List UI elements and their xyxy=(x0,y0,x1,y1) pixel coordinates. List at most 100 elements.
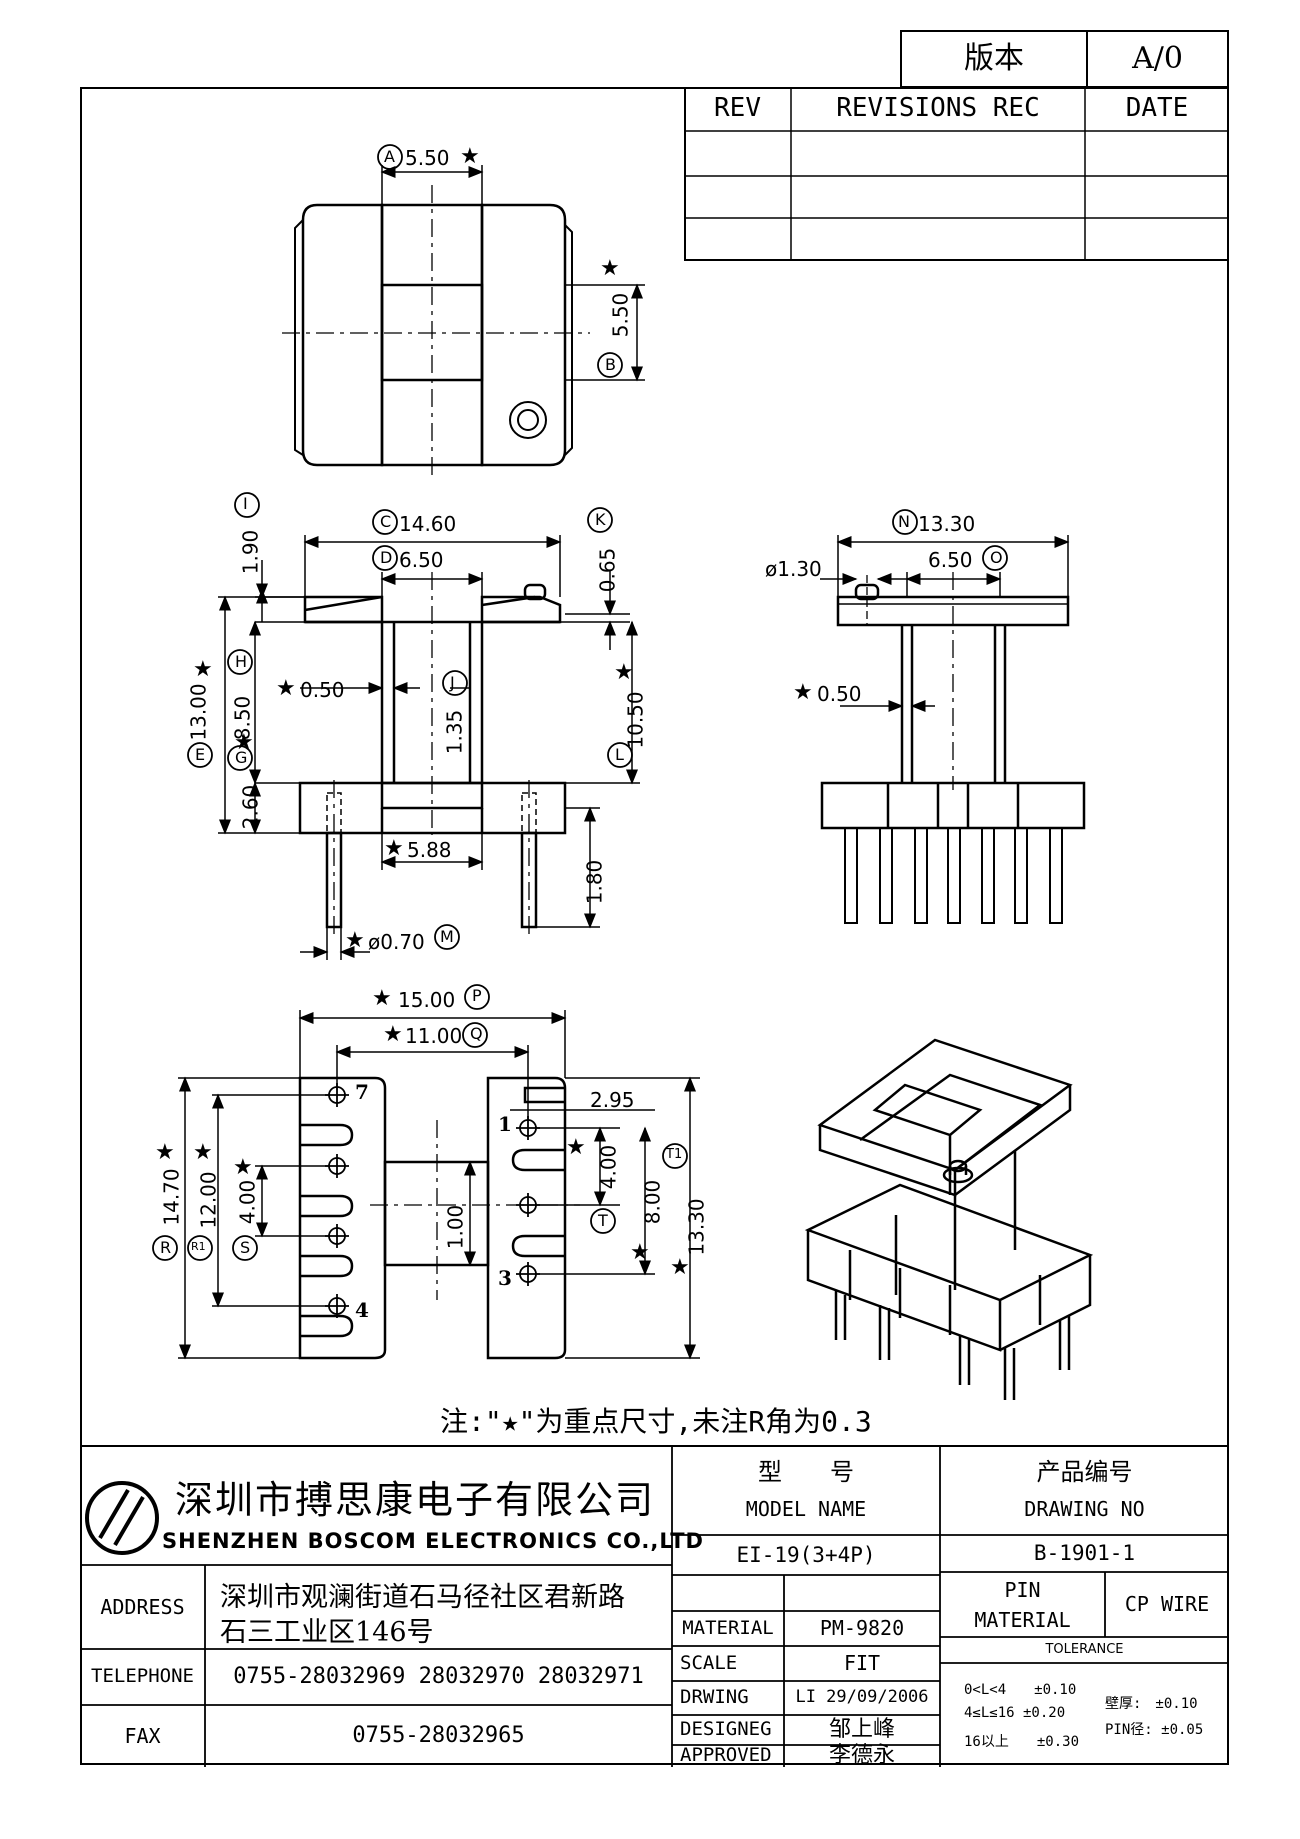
star-H: ★ xyxy=(234,730,254,755)
dim-R1: 12.00 xyxy=(196,1171,221,1229)
dim-G: 2.60 xyxy=(238,784,263,830)
dim-offset: 2.95 xyxy=(590,1088,635,1112)
designeg-value: 邹上峰 xyxy=(828,1717,895,1743)
label-T: T xyxy=(598,1211,608,1230)
tolerance-row-3: 16以上 ±0.30 xyxy=(964,1734,1080,1750)
star-A: ★ xyxy=(460,144,480,169)
approved-value: 李德永 xyxy=(828,1743,895,1769)
top-view xyxy=(282,185,590,480)
star-P: ★ xyxy=(372,986,392,1011)
dim-R: 14.70 xyxy=(159,1168,184,1226)
tolerance-row-1: 0<L<4 ±0.10 xyxy=(964,1682,1077,1698)
pin-number-3: 3 xyxy=(498,1266,512,1290)
drwing-label: DRWING xyxy=(680,1686,749,1709)
bottom-view-dims xyxy=(178,1010,700,1360)
label-P: P xyxy=(472,986,482,1005)
drawing-label-cn: 产品编号 xyxy=(1036,1458,1133,1487)
designeg-label: DESIGNEG xyxy=(680,1718,772,1741)
dim-S: 4.00 xyxy=(235,1179,260,1225)
pin-number-1: 1 xyxy=(498,1112,512,1136)
drawing-value: B-1901-1 xyxy=(1033,1541,1136,1566)
model-label-en: MODEL NAME xyxy=(745,1496,867,1521)
dim-pin: ø0.70 xyxy=(368,930,425,954)
date-header: DATE xyxy=(1125,93,1189,124)
address-label: ADDRESS xyxy=(100,1594,185,1619)
label-G: G xyxy=(235,748,248,767)
pin-number-4: 4 xyxy=(355,1298,369,1322)
isometric-view xyxy=(804,1038,1094,1400)
star-pitch: ★ xyxy=(566,1135,586,1160)
revision-table: REV REVISIONS REC DATE xyxy=(684,87,1229,261)
dim-T: 8.00 xyxy=(640,1179,665,1225)
drawing-frame xyxy=(80,87,1229,1765)
address-line-2: 石三工业区146号 xyxy=(220,1617,434,1648)
drwing-value: LI 29/09/2006 xyxy=(795,1687,929,1708)
address-line-1: 深圳市观澜街道石马径社区君新路 xyxy=(220,1582,625,1613)
model-value: EI-19(3+4P) xyxy=(736,1542,876,1567)
revisions-rec-header: REVISIONS REC xyxy=(836,93,1040,124)
dim-post: ø1.30 xyxy=(765,557,822,581)
dim-B: 5.50 xyxy=(608,292,633,338)
dim-base: 5.88 xyxy=(407,838,452,862)
pin-material-label-1: PIN xyxy=(1004,1577,1041,1602)
company-name-en: SHENZHEN BOSCOM ELECTRONICS CO.,LTD xyxy=(162,1529,704,1553)
company-name-cn: 深圳市搏思康电子有限公司 xyxy=(175,1478,656,1522)
label-N: N xyxy=(898,512,910,531)
tolerance-pin: PIN径: ±0.05 xyxy=(1105,1722,1204,1738)
dim-N: 13.30 xyxy=(918,512,976,536)
label-K: K xyxy=(595,510,606,529)
label-C: C xyxy=(380,512,392,531)
dim-C: 14.60 xyxy=(399,512,457,536)
dim-L: 10.50 xyxy=(623,691,648,749)
fax-value: 0755-28032965 xyxy=(352,1723,525,1749)
approved-label: APPROVED xyxy=(680,1744,772,1767)
star-B: ★ xyxy=(600,256,620,281)
dim-T1: 13.30 xyxy=(684,1198,709,1256)
label-O: O xyxy=(990,548,1003,567)
dim-I: 1.90 xyxy=(238,529,263,575)
model-label-cn: 型 号 xyxy=(758,1458,854,1487)
top-view-dims xyxy=(380,165,645,382)
label-M: M xyxy=(440,927,454,946)
engineering-drawing xyxy=(85,144,1094,1555)
star-Q: ★ xyxy=(383,1022,403,1047)
company-logo xyxy=(85,1481,159,1555)
tolerance-wall: 壁厚: ±0.10 xyxy=(1105,1696,1198,1712)
tolerance-title: TOLERANCE xyxy=(1045,1641,1124,1657)
star-pin: ★ xyxy=(345,928,365,953)
pin-material-label-2: MATERIAL xyxy=(974,1607,1071,1632)
star-wall: ★ xyxy=(276,676,296,701)
version-value: A/0 xyxy=(1132,40,1183,76)
scale-label: SCALE xyxy=(680,1651,738,1674)
star-T1: ★ xyxy=(670,1255,690,1280)
label-H: H xyxy=(235,652,248,671)
dim-D: 6.50 xyxy=(399,548,444,572)
version-label: 版本 xyxy=(902,32,1088,86)
label-A: A xyxy=(384,147,395,166)
dim-center: 1.00 xyxy=(443,1204,468,1250)
dim-pinlen: 1.80 xyxy=(582,859,607,905)
label-E: E xyxy=(195,745,206,764)
label-S: S xyxy=(240,1238,251,1257)
drawing-label-en: DRAWING NO xyxy=(1024,1496,1145,1521)
material-value: PM-9820 xyxy=(819,1616,905,1640)
dim-K: 0.65 xyxy=(595,547,620,593)
dim-side-wall: 0.50 xyxy=(817,682,862,706)
label-R1: R1 xyxy=(191,1240,206,1253)
star-R1: ★ xyxy=(193,1140,213,1165)
scale-value: FIT xyxy=(843,1651,881,1675)
material-label: MATERIAL xyxy=(682,1616,774,1639)
dim-Q: 11.00 xyxy=(405,1024,463,1048)
fax-label: FAX xyxy=(124,1723,161,1748)
dim-E: 13.00 xyxy=(186,683,211,741)
telephone-value: 0755-28032969 28032970 28032971 xyxy=(233,1664,644,1690)
circled-labels xyxy=(152,144,1008,1261)
title-block: 深圳市搏思康电子有限公司 SHENZHEN BOSCOM ELECTRONICS… xyxy=(80,1445,1229,1769)
tolerance-row-2: 4≤L≤16 ±0.20 xyxy=(964,1705,1066,1721)
label-L: L xyxy=(615,745,624,764)
star-L: ★ xyxy=(614,660,634,685)
star-side-wall: ★ xyxy=(793,680,813,705)
dim-text-layer: A 5.50 ★ ★ 5.50 B I 1.90 C 14.60 D 6.50 … xyxy=(155,144,1003,1322)
dim-P: 15.00 xyxy=(398,988,456,1012)
star-S: ★ xyxy=(233,1155,253,1180)
